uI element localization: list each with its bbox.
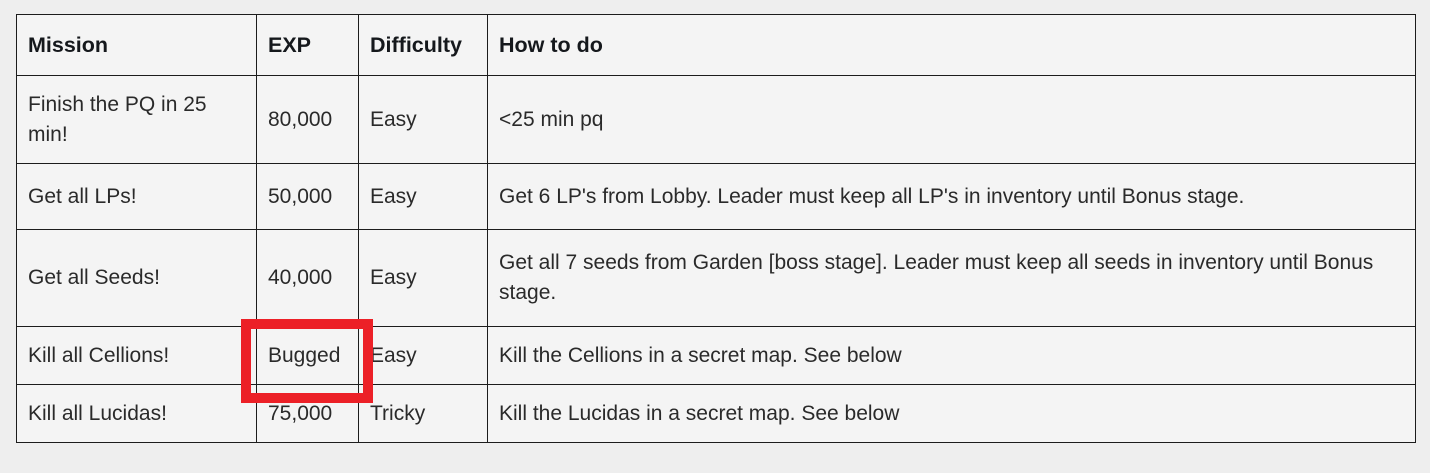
column-header-how-to-do: How to do	[487, 14, 1416, 76]
cell-mission: Get all LPs!	[16, 163, 257, 230]
table-row: Get all LPs! 50,000 Easy Get 6 LP's from…	[16, 163, 1416, 230]
column-header-exp: EXP	[256, 14, 359, 76]
cell-difficulty: Easy	[358, 75, 488, 164]
cell-difficulty: Easy	[358, 229, 488, 327]
cell-mission: Kill all Lucidas!	[16, 384, 257, 443]
table-header: Mission EXP Difficulty How to do	[16, 14, 1416, 76]
cell-how-to-do: Get 6 LP's from Lobby. Leader must keep …	[487, 163, 1416, 230]
cell-exp: 50,000	[256, 163, 359, 230]
cell-how-to-do: Get all 7 seeds from Garden [boss stage]…	[487, 229, 1416, 327]
cell-exp-bugged: Bugged	[256, 326, 359, 385]
cell-how-to-do: Kill the Cellions in a secret map. See b…	[487, 326, 1416, 385]
cell-exp: 75,000	[256, 384, 359, 443]
cell-mission: Finish the PQ in 25 min!	[16, 75, 257, 164]
table-row: Kill all Lucidas! 75,000 Tricky Kill the…	[16, 384, 1416, 443]
mission-table: Mission EXP Difficulty How to do Finish …	[16, 14, 1416, 443]
table-row: Get all Seeds! 40,000 Easy Get all 7 see…	[16, 229, 1416, 327]
cell-difficulty: Easy	[358, 163, 488, 230]
table-row: Kill all Cellions! Bugged Easy Kill the …	[16, 326, 1416, 385]
cell-difficulty: Easy	[358, 326, 488, 385]
mission-table-container: Mission EXP Difficulty How to do Finish …	[16, 14, 1416, 456]
cell-mission: Kill all Cellions!	[16, 326, 257, 385]
table-header-row: Mission EXP Difficulty How to do	[16, 14, 1416, 76]
cell-how-to-do: Kill the Lucidas in a secret map. See be…	[487, 384, 1416, 443]
cell-difficulty: Tricky	[358, 384, 488, 443]
column-header-difficulty: Difficulty	[358, 14, 488, 76]
table-row: Finish the PQ in 25 min! 80,000 Easy <25…	[16, 75, 1416, 164]
table-body: Finish the PQ in 25 min! 80,000 Easy <25…	[16, 75, 1416, 443]
cell-exp: 80,000	[256, 75, 359, 164]
cell-how-to-do: <25 min pq	[487, 75, 1416, 164]
cell-exp: 40,000	[256, 229, 359, 327]
cell-mission: Get all Seeds!	[16, 229, 257, 327]
column-header-mission: Mission	[16, 14, 257, 76]
